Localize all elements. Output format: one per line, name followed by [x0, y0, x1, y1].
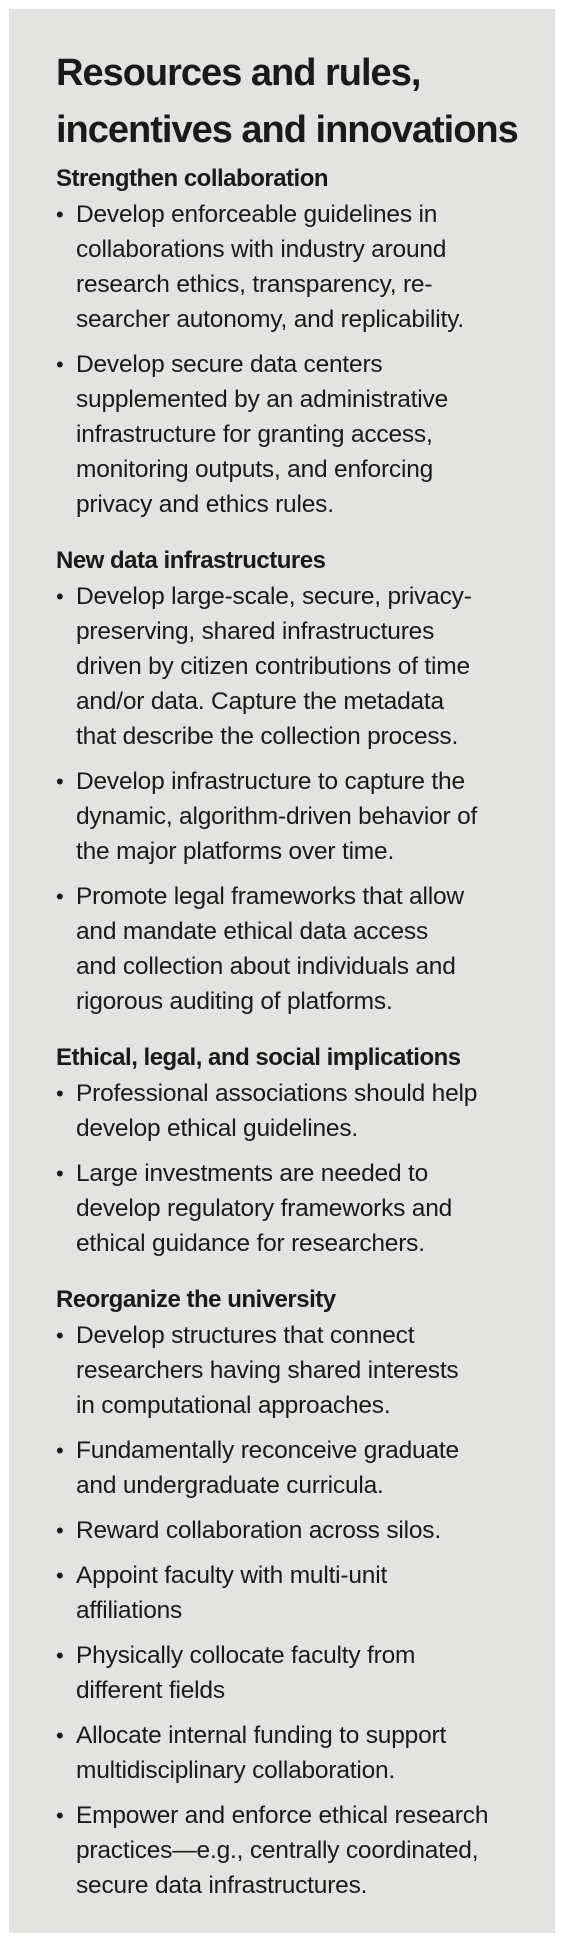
- bullet-text: Reward collaboration across silos.: [76, 1517, 441, 1544]
- panel-title: Resources and rules, incentives and inno…: [56, 52, 519, 151]
- bullet-dot-icon: •: [56, 884, 64, 909]
- bullet-dot-icon: •: [56, 1081, 64, 1106]
- bullet-dot-icon: •: [56, 1803, 64, 1828]
- bullet-item: • Appoint faculty with multi-unit affilia…: [56, 1558, 527, 1628]
- bullet-list: • Develop enforceable guidelines in colla…: [56, 197, 527, 522]
- bullet-dot-icon: •: [56, 1643, 64, 1668]
- bullet-text: Develop structures that connect research…: [76, 1322, 459, 1419]
- bullet-item: • Fundamentally reconceive graduate and u…: [56, 1433, 527, 1503]
- bullet-dot-icon: •: [56, 769, 64, 794]
- bullet-dot-icon: •: [56, 1438, 64, 1463]
- bullet-text: Allocate internal funding to support mul…: [76, 1722, 447, 1784]
- bullet-item: • Develop enforceable guidelines in colla…: [56, 197, 527, 337]
- bullet-text: Appoint faculty with multi-unit affiliat…: [76, 1562, 388, 1624]
- bullet-dot-icon: •: [56, 1518, 64, 1543]
- bullet-list: • Professional associations should help d…: [56, 1076, 527, 1261]
- bullet-list: • Develop structures that connect researc…: [56, 1318, 527, 1903]
- bullet-dot-icon: •: [56, 1323, 64, 1348]
- section-heading: New data infrastructures: [56, 547, 326, 574]
- section-reorganize-university: Reorganize the university • Develop struc…: [56, 1284, 527, 1903]
- bullet-text: Physically collocate faculty from differ…: [76, 1642, 416, 1704]
- section-new-data-infrastructures: New data infrastructures • Develop large-…: [56, 545, 527, 1019]
- bullet-text: Professional associations should help de…: [76, 1080, 478, 1142]
- bullet-dot-icon: •: [56, 202, 64, 227]
- section-heading: Ethical, legal, and social implications: [56, 1044, 461, 1071]
- bullet-dot-icon: •: [56, 352, 64, 377]
- section-heading: Strengthen collaboration: [56, 165, 329, 192]
- bullet-text: Develop infrastructure to capture the dy…: [76, 768, 478, 865]
- bullet-text: Develop secure data centers supplemented…: [76, 351, 449, 518]
- bullet-item: • Empower and enforce ethical research pr…: [56, 1798, 527, 1903]
- section-strengthen-collaboration: Strengthen collaboration • Develop enforc…: [56, 163, 527, 522]
- bullet-dot-icon: •: [56, 584, 64, 609]
- bullet-dot-icon: •: [56, 1161, 64, 1186]
- bullet-item: • Large investments are needed to develop…: [56, 1156, 527, 1261]
- bullet-item: • Develop secure data centers supplemente…: [56, 347, 527, 522]
- bullet-item: • Promote legal frameworks that allow and…: [56, 879, 527, 1019]
- bullet-item: • Physically collocate faculty from diffe…: [56, 1638, 527, 1708]
- bullet-list: • Develop large-scale, secure, privacy- p…: [56, 579, 527, 1019]
- bullet-text: Develop enforceable guidelines in collab…: [76, 201, 464, 333]
- bullet-text: Fundamentally reconceive graduate and un…: [76, 1437, 459, 1499]
- bullet-item: • Develop structures that connect researc…: [56, 1318, 527, 1423]
- sidebar-panel: Resources and rules, incentives and inno…: [9, 9, 555, 1933]
- bullet-text: Empower and enforce ethical research pra…: [76, 1802, 489, 1899]
- bullet-item: • Reward collaboration across silos.: [56, 1513, 527, 1548]
- bullet-item: • Develop large-scale, secure, privacy- p…: [56, 579, 527, 754]
- section-heading: Reorganize the university: [56, 1286, 336, 1313]
- bullet-text: Large investments are needed to develop …: [76, 1160, 453, 1257]
- bullet-item: • Professional associations should help d…: [56, 1076, 527, 1146]
- bullet-item: • Develop infrastructure to capture the d…: [56, 764, 527, 869]
- bullet-text: Develop large-scale, secure, privacy- pr…: [76, 583, 472, 750]
- bullet-text: Promote legal frameworks that allow and …: [76, 883, 464, 1015]
- bullet-dot-icon: •: [56, 1723, 64, 1748]
- bullet-item: • Allocate internal funding to support mu…: [56, 1718, 527, 1788]
- bullet-dot-icon: •: [56, 1563, 64, 1588]
- section-ethical-legal-social: Ethical, legal, and social implications …: [56, 1042, 527, 1261]
